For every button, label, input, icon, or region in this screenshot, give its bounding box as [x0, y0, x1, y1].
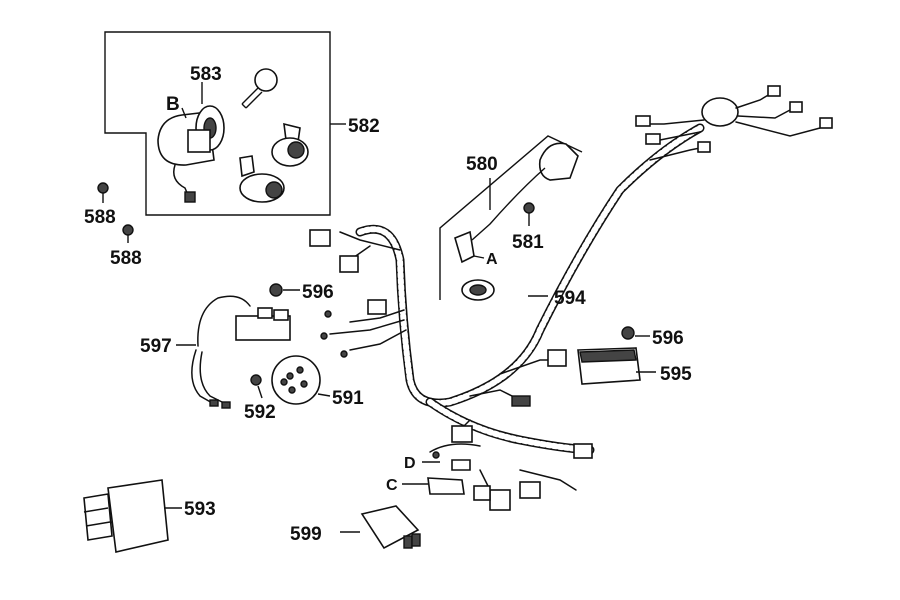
ignition-switch-set-group: 583 B 582: [104, 31, 380, 216]
fuse-holder-C: C: [386, 477, 465, 495]
bolt-592: 592: [244, 374, 276, 423]
label-588-b: 588: [110, 248, 142, 269]
cap-lock-part: [239, 155, 285, 203]
label-597: 597: [140, 336, 172, 357]
label-592: 592: [244, 402, 276, 423]
ignition-switch-part: [157, 105, 225, 203]
label-588-a: 588: [84, 207, 116, 228]
label-581: 581: [512, 232, 544, 253]
key-part: [241, 68, 278, 109]
label-591: 591: [332, 388, 364, 409]
horn-591: 591: [271, 355, 364, 409]
label-593: 593: [184, 499, 216, 520]
label-C: C: [386, 477, 398, 494]
fuse-D: D: [404, 451, 471, 472]
label-594: 594: [554, 288, 586, 309]
seat-lock-part: [271, 122, 309, 167]
label-596-a: 596: [302, 282, 334, 303]
label-A: A: [486, 251, 498, 268]
label-596-b: 596: [652, 328, 684, 349]
label-582: 582: [348, 116, 380, 137]
ignition-coil-part: [538, 142, 579, 181]
nut-596-b: 596: [621, 326, 684, 349]
cdi-593: 593: [83, 479, 216, 553]
ignition-coil-group: 580 A: [439, 135, 583, 301]
label-595: 595: [660, 364, 692, 385]
spark-plug-cap: [454, 230, 475, 264]
label-B: B: [166, 94, 180, 115]
starter-relay-599: 599: [290, 505, 421, 550]
nut-596-a: 596: [269, 282, 334, 303]
label-599: 599: [290, 524, 322, 545]
label-580: 580: [466, 154, 498, 175]
relay-harness-597: 597: [140, 295, 291, 409]
wire-harness-594: 594: [309, 85, 833, 511]
group-box-582: [104, 31, 331, 216]
regulator-595: 595: [577, 347, 692, 385]
bolt-581: [523, 202, 535, 226]
bolt-588-b: [122, 224, 134, 243]
label-583: 583: [190, 64, 222, 85]
label-D: D: [404, 455, 416, 472]
bolt-588-a: [97, 182, 109, 203]
